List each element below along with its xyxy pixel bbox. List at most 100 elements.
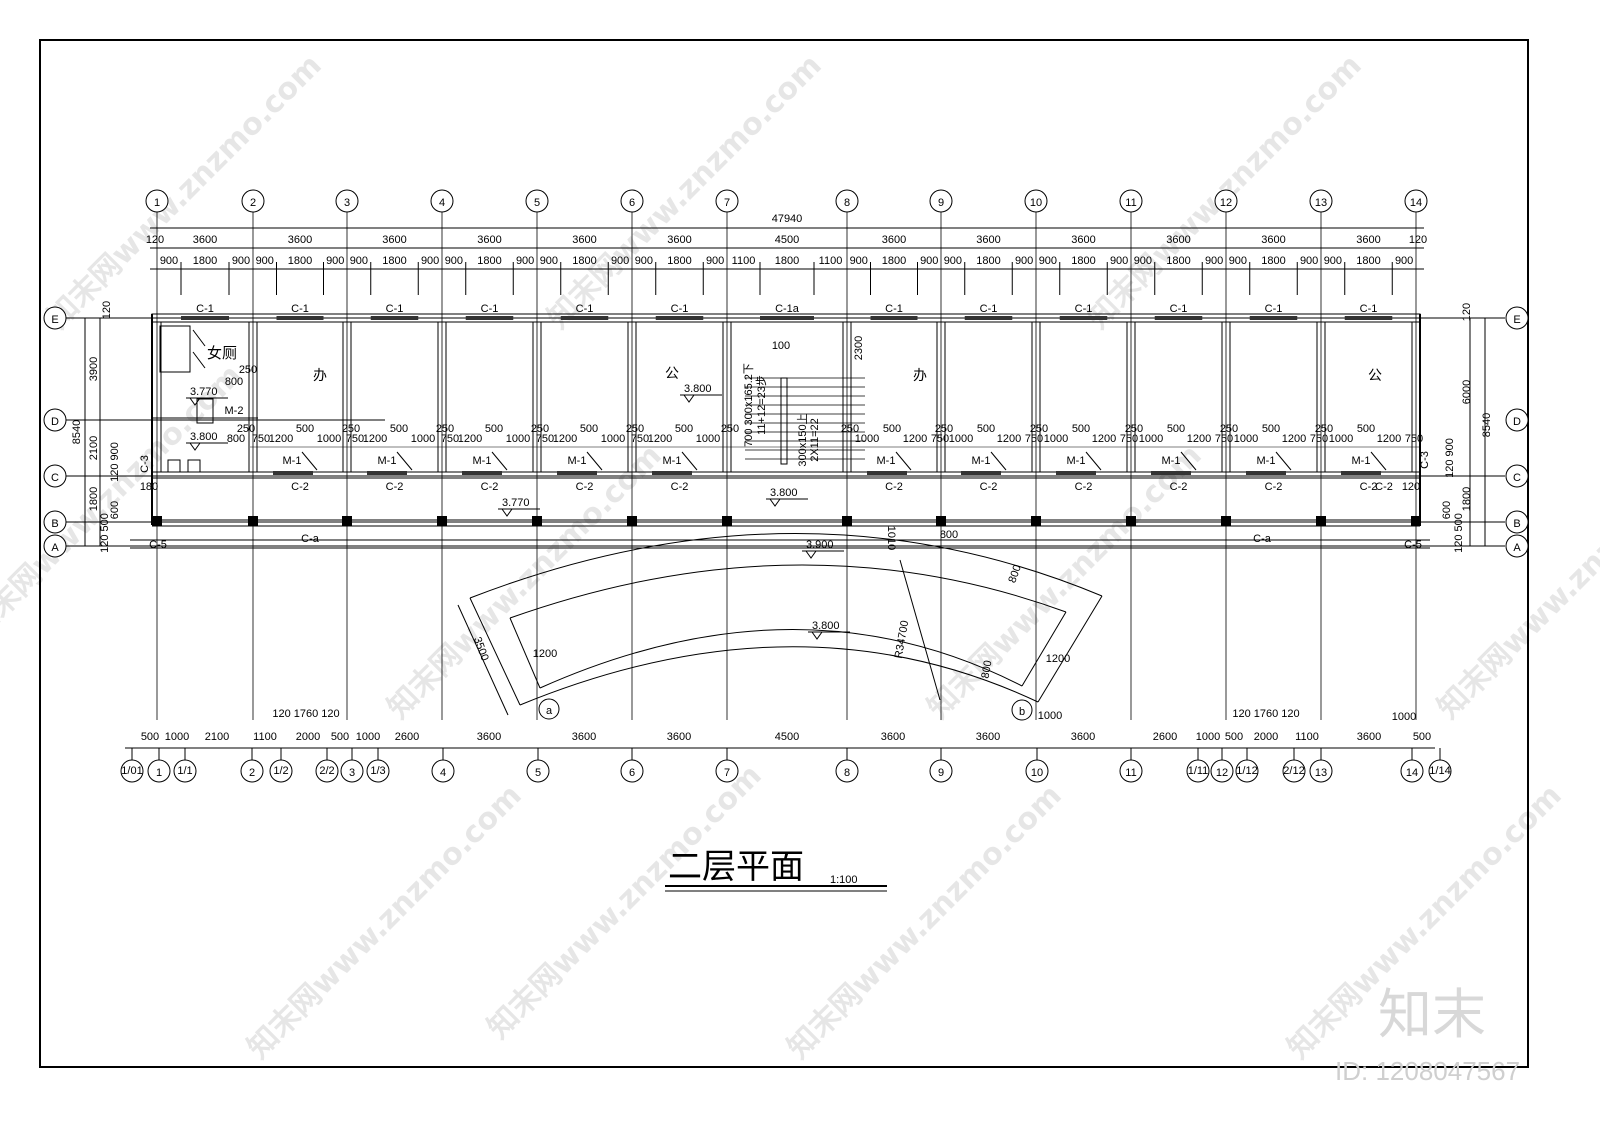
axis-3-bubble <box>335 189 359 213</box>
bottom-axis-12: 12 <box>1216 767 1228 779</box>
dim-top-sub: 1800 <box>1071 255 1095 267</box>
dim-top-main: 3600 <box>477 234 501 246</box>
canopy-lower <box>519 646 1039 706</box>
elevation-marker <box>189 442 201 451</box>
dim-left: 120 <box>101 301 113 319</box>
canopy-side-right-inner <box>1021 611 1067 687</box>
window-C1 <box>276 316 324 320</box>
canopy-inner <box>509 564 1067 619</box>
row-axis-right-D-bubble <box>1505 408 1529 432</box>
row-axis-left-C-bubble <box>43 464 67 488</box>
dim: 180 <box>140 481 158 493</box>
dim-top-main: 3600 <box>382 234 406 246</box>
drawing-scale: 1:100 <box>830 874 858 886</box>
axis-13: 13 <box>1315 197 1327 209</box>
sink <box>187 459 201 473</box>
door-swing <box>681 451 698 471</box>
bottom-axis-1-01-bubble <box>120 759 144 783</box>
axis-7: 7 <box>724 197 730 209</box>
room-dim: 250 <box>436 423 454 435</box>
row-axis-right-A: A <box>1513 542 1521 554</box>
elevation-label: 3.800 <box>812 620 840 632</box>
dim-right: 600 <box>1441 501 1453 519</box>
bottom-axis-2: 2 <box>249 767 255 779</box>
axis-6-bubble <box>620 189 644 213</box>
window-C1 <box>370 316 419 320</box>
bottom-axis-6: 6 <box>629 767 635 779</box>
door-label: M-1 <box>283 455 302 467</box>
row-axis-left-B: B <box>51 518 58 530</box>
bottom-axis-1-14-bubble <box>1428 759 1452 783</box>
room-dim: 500 <box>580 423 598 435</box>
dim-bottom: 2000 <box>1254 731 1278 743</box>
dim-top-sub: 1800 <box>382 255 406 267</box>
window-label-top: C-1 <box>386 303 404 315</box>
dim-bottom: 500 <box>1413 731 1431 743</box>
window-label-top: C-1 <box>291 303 309 315</box>
toilet-stalls <box>159 325 191 373</box>
dim-left: 120 500 <box>99 513 111 553</box>
dim-top-sub: 900 <box>350 255 368 267</box>
dim-top-sub: 900 <box>326 255 344 267</box>
elevation-label: 3.900 <box>806 539 834 551</box>
dim-left: 8540 <box>71 420 83 444</box>
window-label-corridor: C-2 <box>980 481 998 493</box>
axis-2: 2 <box>250 197 256 209</box>
room-dim: 1200 <box>363 433 387 445</box>
window-label-corridor: C-2 <box>481 481 499 493</box>
window-C2 <box>1246 471 1286 475</box>
watermark-text: 知末网www.znzmo.com <box>781 778 1069 1066</box>
bottom-axis-2-bubble <box>240 759 264 783</box>
window-label-top: C-1 <box>481 303 499 315</box>
dim-bottom: 1000 <box>1196 731 1220 743</box>
window-label-corridor: C-2 <box>291 481 309 493</box>
door-label: M-1 <box>1352 455 1371 467</box>
window-C2 <box>867 471 907 475</box>
room-dim: 1200 <box>1092 433 1116 445</box>
room-dim: 1200 <box>903 433 927 445</box>
dim-top-sub: 900 <box>1324 255 1342 267</box>
dim-top-sub: 900 <box>1205 255 1223 267</box>
bottom-axis-3-bubble <box>340 759 364 783</box>
canopy-point-b: b <box>1019 706 1025 718</box>
room-dim: 500 <box>1357 423 1375 435</box>
door-label-toilet: M-2 <box>225 405 244 417</box>
stall-door <box>192 351 206 369</box>
axis-11-bubble <box>1119 189 1143 213</box>
room-dim: 250 <box>237 423 255 435</box>
room-dim: 500 <box>1262 423 1280 435</box>
axis-5: 5 <box>534 197 540 209</box>
room-dim: 250 <box>935 423 953 435</box>
room-dim: 750 <box>252 433 270 445</box>
room-dim: 750 <box>931 433 949 445</box>
window-C1 <box>1154 316 1203 320</box>
window-label-corridor: C-2 <box>671 481 689 493</box>
room-dim: 800 <box>227 433 245 445</box>
window-C2 <box>1056 471 1096 475</box>
bottom-axis-13-bubble <box>1309 759 1333 783</box>
door-opening <box>196 398 214 424</box>
bottom-axis-2-12-bubble <box>1282 759 1306 783</box>
elevation-label: 3.770 <box>190 386 218 398</box>
stair-handrail <box>780 377 788 465</box>
dim-bottom: 3600 <box>976 731 1000 743</box>
column <box>152 516 162 526</box>
dim-top-sub: 900 <box>611 255 629 267</box>
dim-top-sub: 900 <box>635 255 653 267</box>
bottom-axis-1-01: 1/01 <box>121 765 142 777</box>
dim-bottom: 3600 <box>1071 731 1095 743</box>
column <box>722 516 732 526</box>
room-dim: 750 <box>346 433 364 445</box>
dim-top-sub: 900 <box>445 255 463 267</box>
door-label: M-1 <box>663 455 682 467</box>
room-dim: 1200 <box>269 433 293 445</box>
room-dim: 500 <box>296 423 314 435</box>
room-dim: 750 <box>1310 433 1328 445</box>
dim-bottom: 3600 <box>1357 731 1381 743</box>
room-label-office: 办 <box>313 368 327 384</box>
elevation-label: 3.800 <box>190 431 218 443</box>
dim-top-main: 120 <box>146 234 164 246</box>
axis-12-bubble <box>1214 189 1238 213</box>
dim-top-sub: 900 <box>232 255 250 267</box>
dim-top-main: 3600 <box>882 234 906 246</box>
